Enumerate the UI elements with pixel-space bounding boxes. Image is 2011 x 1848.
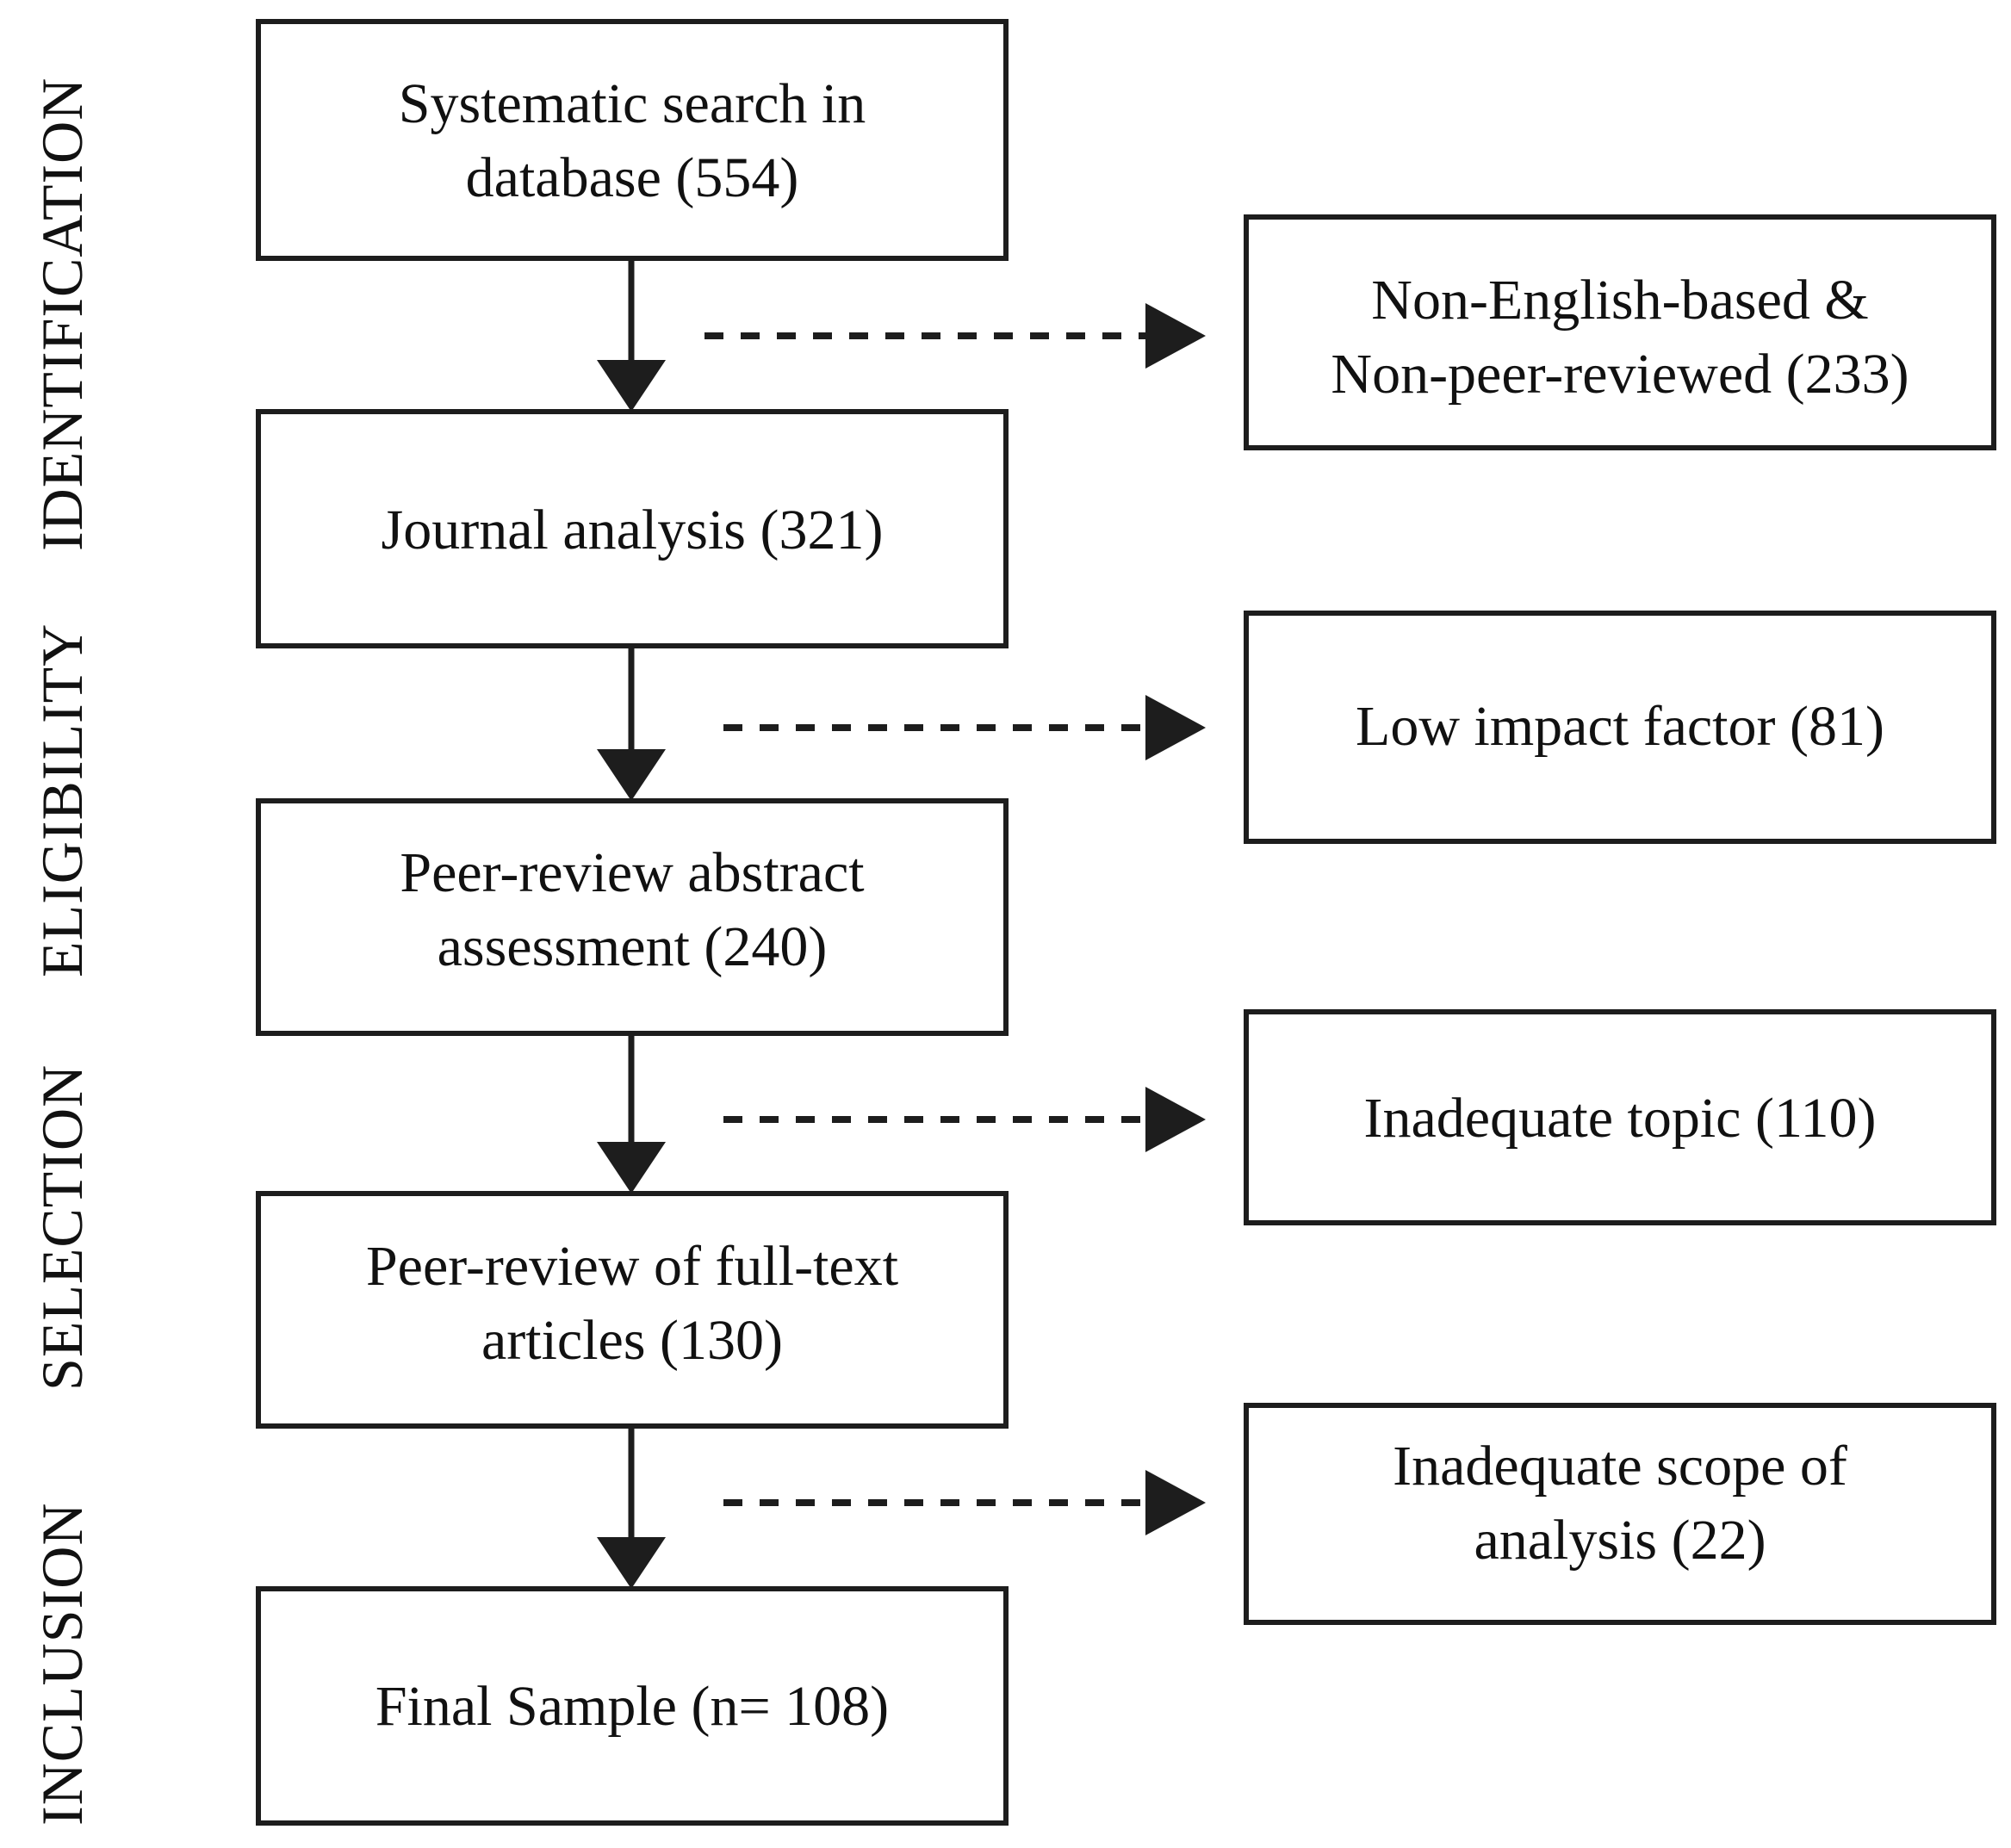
node-inadequate-topic-box: [1244, 1009, 1996, 1225]
node-non-english-non-peer: Non-English-based & Non-peer-reviewed (2…: [1244, 214, 1996, 450]
node-full-text-review: Peer-review of full-text articles (130): [256, 1191, 1009, 1429]
stage-label-eligibility-text: ELIGIBILITY: [29, 623, 95, 977]
node-abstract-assessment-box: [256, 798, 1009, 1036]
node-non-english-non-peer-line-1: Non-English-based &: [1371, 269, 1868, 332]
stage-label-eligibility: ELIGIBILITY: [29, 623, 95, 977]
node-final-sample: Final Sample (n= 108): [256, 1586, 1009, 1826]
stage-label-identification: IDENTIFICATION: [29, 78, 95, 551]
node-inadequate-scope-line-1: Inadequate scope of: [1393, 1435, 1847, 1498]
arrowhead-abstract-to-fulltext: [597, 1142, 666, 1194]
flow-connectors: [597, 258, 666, 1589]
stage-label-identification-text: IDENTIFICATION: [29, 78, 95, 551]
exclusion-connectors: [704, 303, 1206, 1535]
node-journal-analysis: Journal analysis (321): [256, 409, 1009, 648]
node-abstract-assessment: Peer-review abstract assessment (240): [256, 798, 1009, 1036]
arrowhead-exclude-low-impact: [1145, 695, 1206, 760]
node-systematic-search-line-1: Systematic search in: [399, 72, 866, 135]
node-non-english-non-peer-line-2: Non-peer-reviewed (233): [1331, 343, 1909, 406]
node-low-impact-factor: Low impact factor (81): [1244, 611, 1996, 844]
stage-label-inclusion: INCLUSION: [29, 1503, 95, 1826]
node-non-english-non-peer-box: [1244, 214, 1996, 450]
arrowhead-exclude-inadequate-scope: [1145, 1470, 1206, 1535]
stage-label-selection-text: SELECTION: [29, 1064, 95, 1391]
arrowhead-exclude-non-english: [1145, 303, 1206, 369]
node-inadequate-scope: Inadequate scope of analysis (22): [1244, 1403, 1996, 1625]
node-inadequate-scope-box: [1244, 1403, 1996, 1625]
node-low-impact-factor-line-1: Low impact factor (81): [1356, 695, 1884, 758]
node-inadequate-scope-line-2: analysis (22): [1474, 1509, 1766, 1572]
node-journal-analysis-line-1: Journal analysis (321): [382, 499, 884, 561]
node-full-text-review-box: [256, 1191, 1009, 1429]
node-abstract-assessment-line-1: Peer-review abstract: [400, 841, 864, 904]
stage-label-selection: SELECTION: [29, 1064, 95, 1391]
arrowhead-exclude-inadequate-topic: [1145, 1087, 1206, 1152]
node-systematic-search-line-2: database (554): [466, 146, 799, 209]
node-inadequate-topic: Inadequate topic (110): [1244, 1009, 1996, 1225]
node-full-text-review-line-2: articles (130): [481, 1309, 783, 1372]
node-journal-analysis-box: [256, 409, 1009, 648]
node-final-sample-line-1: Final Sample (n= 108): [376, 1675, 889, 1738]
arrowhead-fulltext-to-final: [597, 1537, 666, 1589]
node-final-sample-box: [256, 1586, 1009, 1826]
node-full-text-review-line-1: Peer-review of full-text: [366, 1235, 898, 1298]
stage-label-inclusion-text: INCLUSION: [29, 1503, 95, 1826]
node-systematic-search: Systematic search in database (554): [256, 19, 1009, 261]
node-abstract-assessment-line-2: assessment (240): [438, 915, 828, 978]
arrowhead-journal-to-abstract: [597, 749, 666, 801]
node-inadequate-topic-line-1: Inadequate topic (110): [1364, 1087, 1877, 1150]
arrowhead-search-to-journal: [597, 360, 666, 412]
node-low-impact-factor-box: [1244, 611, 1996, 844]
node-systematic-search-box: [256, 19, 1009, 261]
